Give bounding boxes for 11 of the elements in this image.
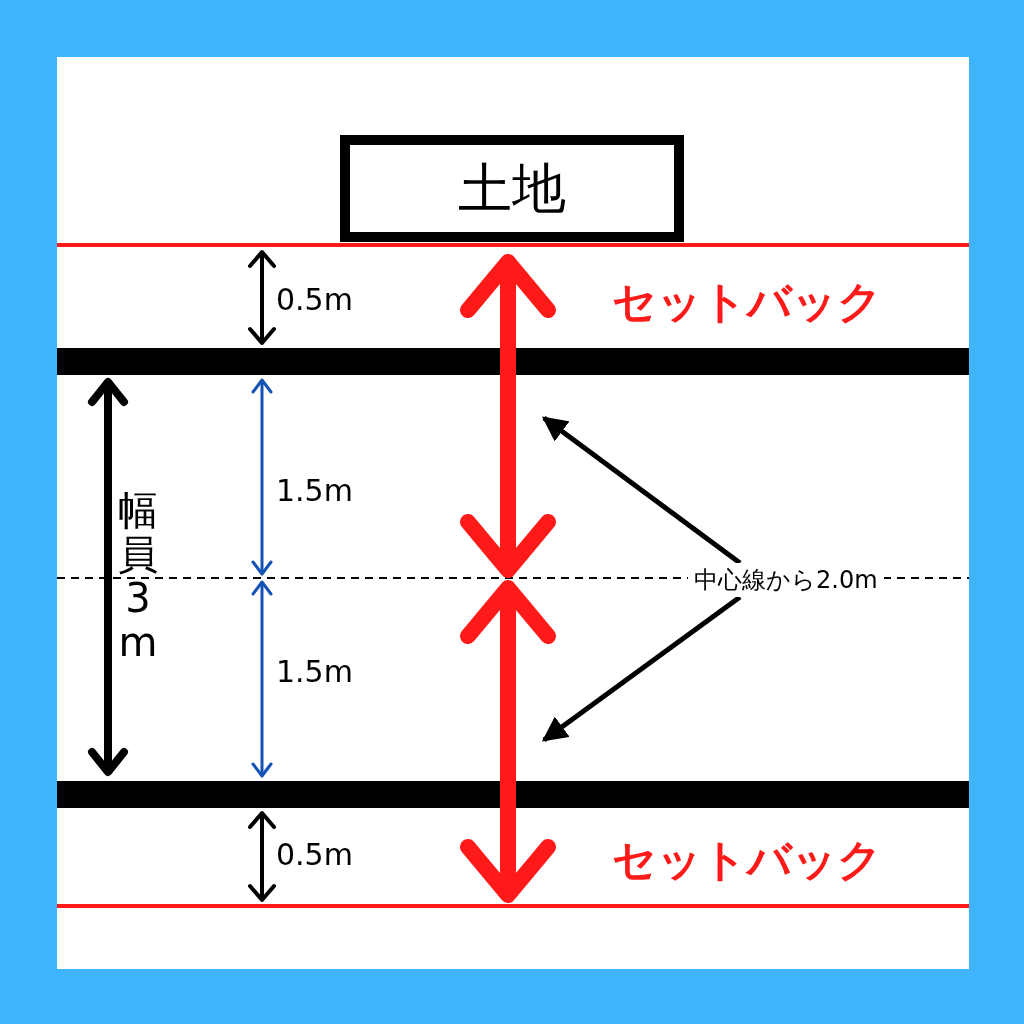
setback-label: セットバック (612, 838, 882, 882)
setback-label: セットバック (612, 280, 882, 324)
callout-text: 中心線から2.0m (688, 563, 884, 597)
dimension-label: 0.5m (276, 840, 353, 870)
dimension-label: 0.5m (276, 285, 353, 315)
dimension-label: 1.5m (276, 657, 353, 687)
leader-arrow (542, 416, 742, 565)
road-width-label: 幅員3m (117, 488, 159, 664)
land-box: 土地 (340, 135, 684, 242)
dimension-label: 1.5m (276, 476, 353, 506)
leader-arrow (542, 595, 742, 742)
